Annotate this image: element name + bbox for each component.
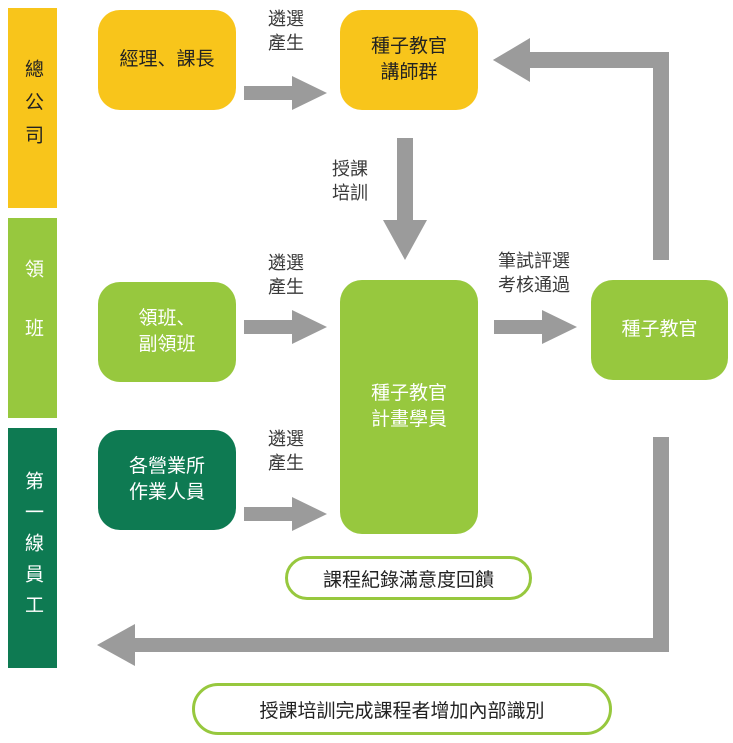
band-team-leader: 領班 [8,218,57,418]
band-head-office: 總公司 [8,8,57,208]
label-select-3: 遴選 產生 [268,429,304,475]
arrow-operators-to-trainees [244,497,327,531]
arrow-seed-to-frontline [97,437,669,666]
note-feedback: 課程紀錄滿意度回饋 [285,556,532,600]
arrow-leaders-to-trainees [244,310,327,344]
box-operators-text: 各營業所 作業人員 [128,455,205,503]
arrow-trainees-to-seed [494,310,577,344]
box-trainees-text: 種子教官 計畫學員 [370,382,447,430]
box-lecturers-text: 種子教官 講師群 [370,35,447,83]
note-recognition: 授課培訓完成課程者增加內部識別 [192,683,612,735]
box-leaders-text: 領班、 副領班 [138,307,196,355]
box-seed-instructor: 種子教官 [591,280,728,380]
box-operators: 各營業所 作業人員 [98,430,236,530]
note-feedback-text: 課程紀錄滿意度回饋 [322,568,494,591]
band-team-leader-label: 領班 [22,259,44,377]
note-recognition-text: 授課培訓完成課程者增加內部識別 [259,699,545,722]
label-select-2: 遴選 產生 [268,253,304,299]
label-exam: 筆試評選 考核通過 [498,251,570,297]
band-frontline-label: 第一線員工 [22,470,44,626]
box-trainees: 種子教官 計畫學員 [340,280,478,534]
band-head-office-label: 總公司 [22,58,44,158]
arrow-lecturers-to-trainees [383,138,427,260]
label-select-1: 遴選 產生 [268,9,304,55]
arrow-managers-to-lecturers [244,76,327,110]
box-managers: 經理、課長 [98,10,236,110]
box-managers-text: 經理、課長 [119,48,215,71]
box-leaders: 領班、 副領班 [98,282,236,382]
label-teach: 授課 培訓 [332,159,368,205]
box-lecturers: 種子教官 講師群 [340,10,478,110]
box-seed-instructor-text: 種子教官 [621,318,698,341]
band-frontline: 第一線員工 [8,428,57,668]
